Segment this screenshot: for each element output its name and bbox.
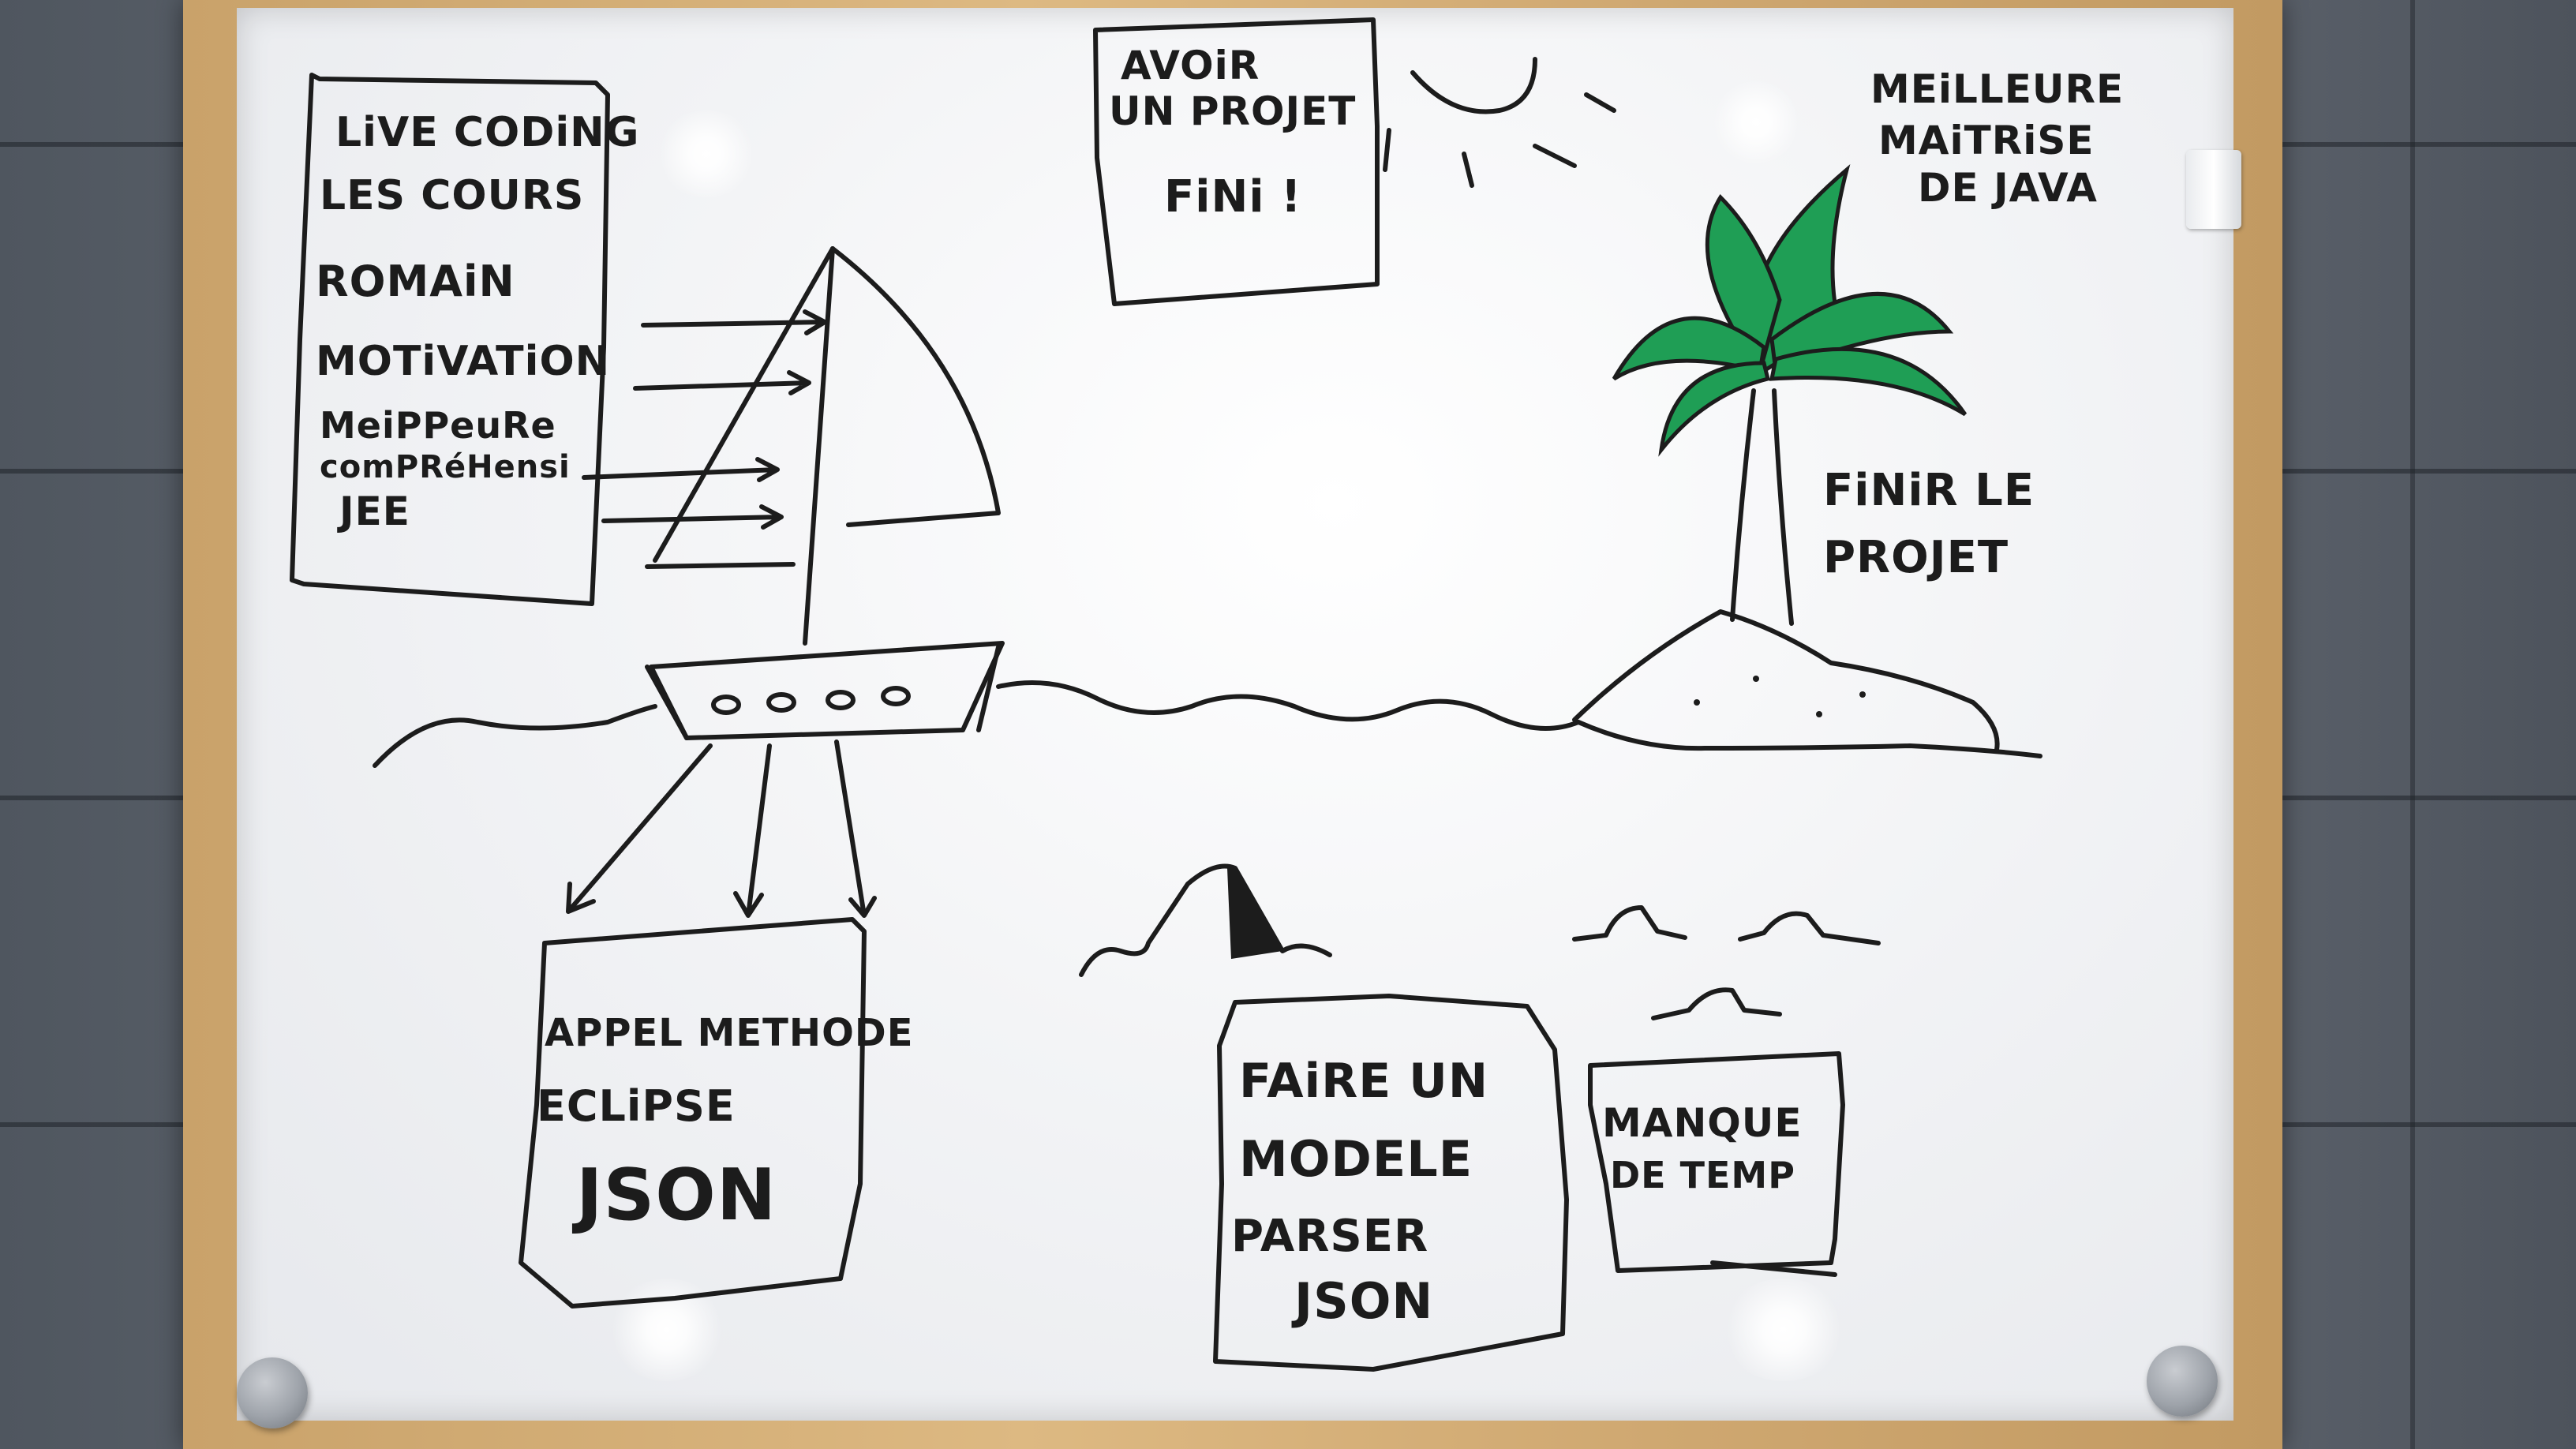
note-line: ROMAiN	[316, 256, 515, 306]
note-box-bottom-right: MANQUE DE TEMP	[1588, 1051, 1845, 1277]
magnet-icon	[2147, 1346, 2218, 1417]
sea-waves-icon	[373, 680, 2042, 768]
note-line: MODELE	[1239, 1130, 1473, 1188]
note-line: ECLiPSE	[537, 1081, 736, 1131]
note-line: JSON	[571, 1154, 777, 1237]
note-line: AVOiR	[1121, 43, 1260, 88]
note-box-top: AVOiR UN PROJET FiNi !	[1093, 17, 1380, 306]
note-line: FiNiR LE	[1823, 465, 2035, 516]
note-line: APPEL METHODE	[545, 1011, 914, 1055]
clip-icon	[2186, 150, 2241, 229]
note-line: LiVE CODiNG	[335, 109, 639, 156]
note-line: JEE	[337, 489, 410, 534]
note-box-bottom-left: APPEL METHODE ECLiPSE JSON	[519, 917, 914, 1309]
light-glare	[655, 110, 758, 197]
note-line: DE JAVA	[1918, 165, 2098, 211]
island-icon	[1572, 609, 2000, 752]
note-line: MOTiVATiON	[316, 338, 610, 385]
note-line: FiNi !	[1164, 171, 1302, 223]
palm-tree-icon	[1612, 164, 1968, 626]
note-line: PROJET	[1823, 532, 2009, 583]
goal-text: MEiLLEURE MAiTRiSE DE JAVA	[1870, 66, 2124, 211]
light-glare	[1720, 1279, 1847, 1381]
note-line: MAiTRiSE	[1878, 118, 2095, 163]
sailboat-icon	[645, 246, 1005, 740]
magnet-icon	[237, 1357, 308, 1428]
light-glare	[1713, 79, 1799, 166]
note-box-bottom-middle: FAiRE UN MODELE PARSER JSON	[1213, 994, 1569, 1372]
note-box-left: LiVE CODiNG LES COURS ROMAiN MOTiVATiON …	[290, 73, 639, 606]
note-line: PARSER	[1231, 1211, 1428, 1262]
whiteboard	[237, 8, 2233, 1421]
sun-icon	[1383, 57, 1616, 188]
anchor-arrows-icon	[566, 739, 877, 918]
note-line: MANQUE	[1602, 1100, 1803, 1146]
wind-arrows-icon	[582, 309, 827, 569]
shark-fins-icon	[1572, 905, 1881, 1020]
note-line: FAiRE UN	[1239, 1054, 1488, 1109]
note-line: comPRéHensi	[320, 449, 571, 485]
island-label: FiNiR LE PROJET	[1823, 465, 2035, 583]
note-line: MeiPPeuRe	[320, 404, 556, 447]
note-line: LES COURS	[320, 172, 584, 219]
note-line: JSON	[1291, 1272, 1433, 1330]
note-line: DE TEMP	[1610, 1154, 1795, 1196]
note-line: MEiLLEURE	[1870, 66, 2124, 112]
note-line: UN PROJET	[1109, 88, 1356, 134]
rock-icon	[1079, 863, 1332, 977]
